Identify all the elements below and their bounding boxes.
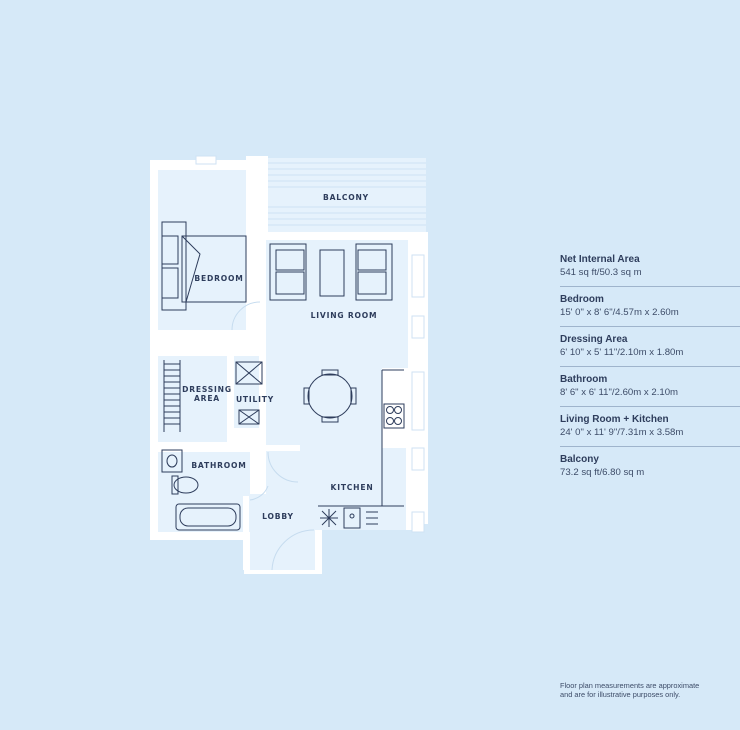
spec-living-room-kitchen: Living Room + Kitchen 24' 0" x 11' 9"/7.… — [560, 407, 740, 447]
spec-value: 541 sq ft/50.3 sq m — [560, 267, 642, 278]
windows — [195, 155, 425, 533]
room-label-area: AREA — [194, 394, 220, 403]
lobby-floor — [250, 494, 316, 570]
wardrobe-rail — [163, 360, 181, 432]
living-floor — [266, 240, 408, 368]
spec-value: 24' 0" x 11' 9"/7.31m x 3.58m — [560, 427, 684, 438]
disclaimer-line-2: and are for illustrative purposes only. — [560, 690, 681, 699]
spec-title: Net Internal Area — [560, 254, 640, 265]
bedroom-floor — [158, 170, 246, 330]
spec-bathroom: Bathroom 8' 6" x 6' 11"/2.60m x 2.10m — [560, 367, 740, 407]
freezer-icon — [320, 509, 338, 527]
room-label-bathroom: BATHROOM — [191, 461, 246, 470]
spec-title: Dressing Area — [560, 334, 628, 345]
doors — [231, 301, 315, 571]
bed — [161, 221, 247, 311]
bathroom-floor — [158, 452, 250, 532]
room-label-balcony: BALCONY — [323, 193, 369, 202]
spec-title: Bathroom — [560, 374, 608, 385]
spec-bedroom: Bedroom 15' 0" x 8' 6"/4.57m x 2.60m — [560, 287, 740, 327]
living-floor-lower — [266, 368, 382, 448]
room-label-dressing: DRESSING — [182, 385, 232, 394]
room-label-bedroom: BEDROOM — [194, 274, 243, 283]
spec-value: 8' 6" x 6' 11"/2.60m x 2.10m — [560, 387, 679, 398]
spec-value: 73.2 sq ft/6.80 sq m — [560, 467, 645, 478]
balcony — [268, 158, 426, 232]
spec-value: 6' 10" x 5' 11"/2.10m x 1.80m — [560, 347, 684, 358]
living-furniture — [269, 243, 393, 301]
spec-net-internal-area: Net Internal Area 541 sq ft/50.3 sq m — [560, 248, 740, 287]
spec-title: Living Room + Kitchen — [560, 414, 669, 425]
spec-balcony: Balcony 73.2 sq ft/6.80 sq m — [560, 447, 740, 486]
utility-appliances — [235, 361, 263, 425]
disclaimer-note: Floor plan measurements are approximate … — [560, 681, 735, 699]
dining-table — [303, 369, 357, 423]
floor-plan: BALCONY BEDROOM LIVING ROOM DRESSING ARE… — [150, 155, 428, 574]
area-specifications: Net Internal Area 541 sq ft/50.3 sq m Be… — [560, 248, 740, 486]
room-label-utility: UTILITY — [236, 395, 274, 404]
spec-dressing-area: Dressing Area 6' 10" x 5' 11"/2.10m x 1.… — [560, 327, 740, 367]
kitchen-units — [318, 369, 405, 529]
room-label-lobby: LOBBY — [262, 512, 294, 521]
floor-areas — [158, 170, 408, 570]
spec-title: Balcony — [560, 454, 599, 465]
spec-title: Bedroom — [560, 294, 604, 305]
room-label-living-room: LIVING ROOM — [311, 311, 378, 320]
spec-value: 15' 0" x 8' 6"/4.57m x 2.60m — [560, 307, 679, 318]
room-label-kitchen: KITCHEN — [331, 483, 374, 492]
disclaimer-line-1: Floor plan measurements are approximate — [560, 681, 700, 690]
bathroom-fixtures — [161, 449, 241, 531]
